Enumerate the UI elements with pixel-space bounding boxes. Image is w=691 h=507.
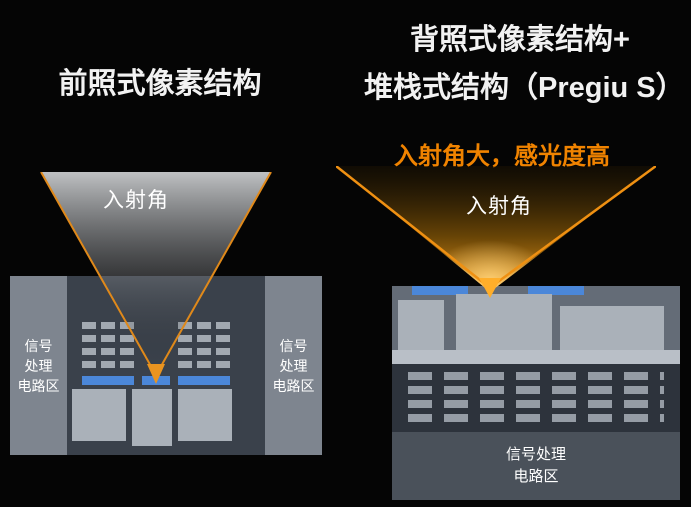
logic-layer [392, 364, 680, 432]
photodiode-bar [528, 286, 584, 295]
light-cone-wide [336, 166, 656, 298]
right-panel-title: 背照式像素结构+ 堆栈式结构（Pregiu S） [364, 16, 685, 112]
incident-angle-label-left: 入射角 [103, 189, 169, 212]
transistor-grid [82, 322, 134, 368]
cone-edge-line [336, 166, 486, 285]
photodiode-bar [412, 286, 468, 295]
signal-circuit-region-bottom: 信号处理 电路区 [392, 432, 680, 500]
signal-circuit-region-left: 信号 处理 电路区 [10, 276, 67, 455]
cone-edge-line [159, 172, 272, 369]
right-panel-title-line1: 背照式像素结构+ [410, 24, 630, 56]
photodiode-bar [82, 376, 134, 385]
pixel-block [72, 389, 126, 441]
arrow-down-icon [479, 278, 501, 298]
incident-angle-label-right: 入射角 [466, 195, 532, 218]
circuit-label-line: 电路区 [513, 468, 559, 485]
transistor-grid [178, 322, 230, 368]
pixel-block [456, 294, 552, 350]
pixel-block [398, 300, 444, 350]
left-panel-title: 前照式像素结构 [58, 68, 262, 100]
signal-circuit-region-right: 信号 处理 电路区 [265, 276, 322, 455]
light-cone-narrow [40, 172, 272, 384]
wiring-layer-band [392, 350, 680, 364]
transistor-grid [408, 372, 664, 422]
pixel-block [132, 389, 172, 446]
light-cone-fill [41, 172, 271, 378]
back-illuminated-stacked-sensor: 信号处理 电路区 [392, 286, 680, 500]
circuit-label-line: 电路区 [272, 377, 315, 394]
highlight-text: 入射角大，感光度高 [394, 143, 610, 170]
circuit-label-line: 信号处理 [505, 446, 566, 463]
circuit-label-line: 电路区 [17, 377, 60, 394]
photodiode-bar [178, 376, 230, 385]
cone-edge-line [40, 172, 153, 369]
pixel-block [178, 389, 232, 441]
circuit-label-line: 信号 [279, 337, 308, 354]
cone-edge-line [494, 166, 656, 286]
circuit-label-line: 处理 [279, 357, 308, 374]
pixel-block [560, 306, 664, 350]
right-panel-title-line2: 堆栈式结构（Pregiu S） [364, 72, 685, 104]
circuit-label-line: 处理 [24, 357, 53, 374]
arrow-down-icon [147, 364, 165, 384]
circuit-label-line: 信号 [24, 337, 53, 354]
